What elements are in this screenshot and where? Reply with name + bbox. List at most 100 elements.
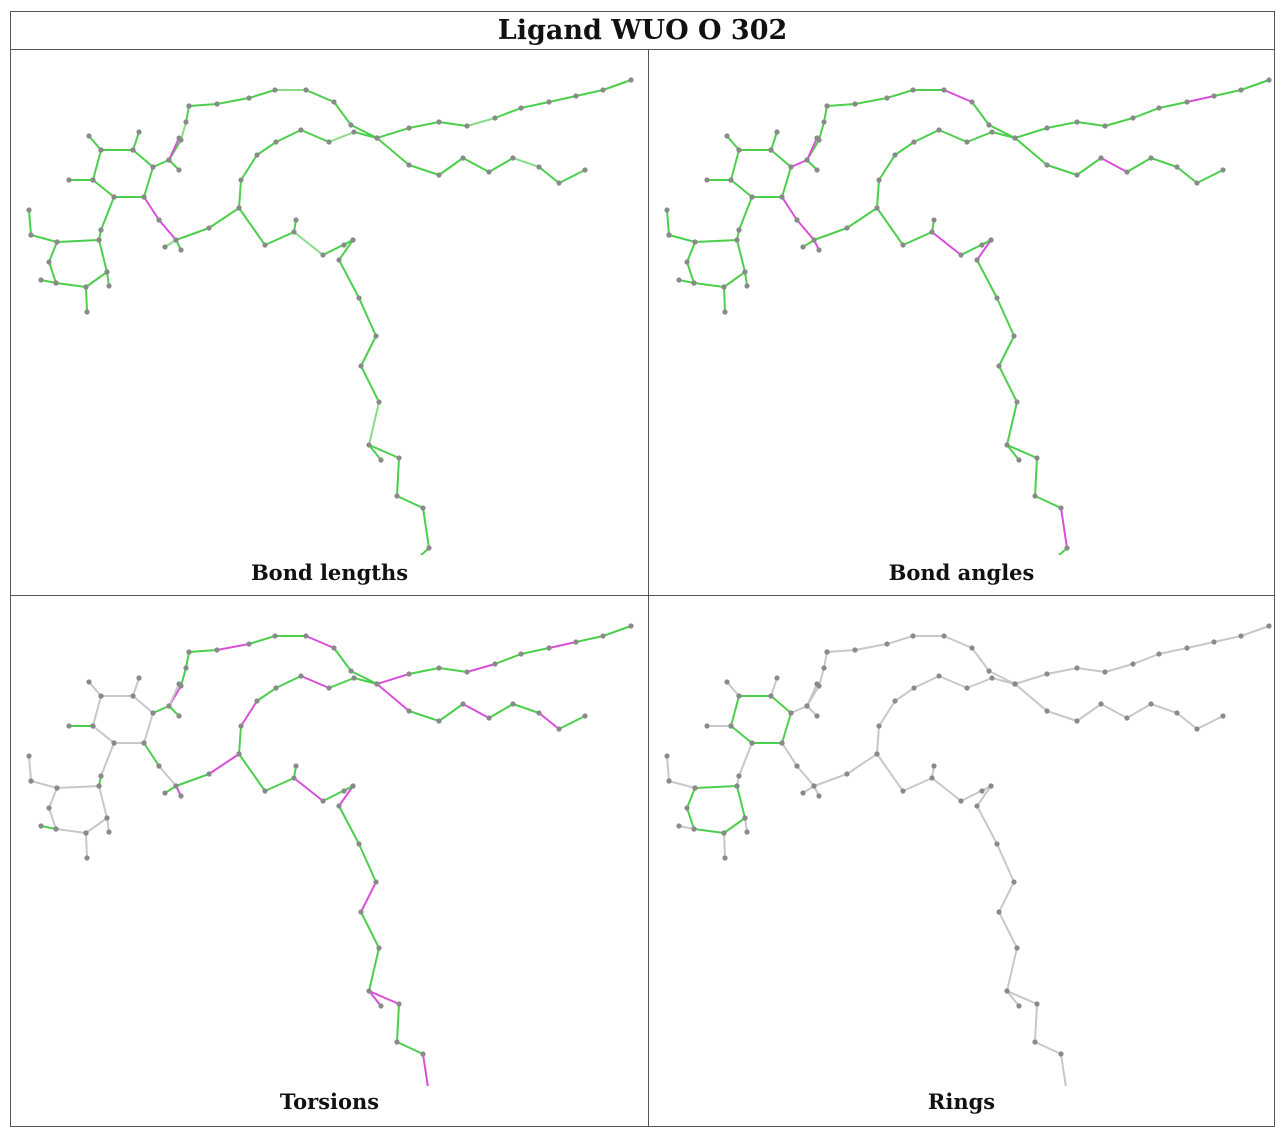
atom (262, 788, 268, 794)
bond (538, 166, 560, 184)
atom (350, 237, 356, 243)
atom (979, 788, 985, 794)
atom (722, 855, 728, 861)
bond (1014, 137, 1048, 166)
bond (781, 742, 798, 767)
atom (1058, 1051, 1064, 1057)
atom (824, 103, 830, 109)
panel-caption: Rings (927, 1089, 996, 1114)
atom (736, 147, 742, 153)
bond (1060, 1053, 1067, 1086)
atom (1034, 455, 1040, 461)
atom (874, 751, 880, 757)
atom (150, 710, 156, 716)
bond (488, 703, 514, 719)
atom (1238, 87, 1244, 93)
bond (353, 131, 378, 139)
bond (1060, 507, 1068, 549)
atom (941, 633, 947, 639)
bond (823, 105, 828, 123)
atom (54, 239, 60, 245)
bond (462, 703, 490, 719)
atom (156, 763, 162, 769)
atom (824, 649, 830, 655)
atom (378, 457, 384, 463)
bond (180, 667, 187, 687)
bond (666, 209, 670, 236)
bond (976, 259, 998, 299)
ring-bond (98, 785, 108, 819)
atom (892, 698, 898, 704)
bond (991, 131, 1016, 139)
bond (248, 89, 276, 99)
bond (216, 643, 250, 651)
atom (556, 180, 562, 186)
bond (854, 97, 888, 105)
atom (214, 101, 220, 107)
atom (366, 988, 372, 994)
atom (1011, 333, 1017, 339)
panel-torsions: Torsions (11, 596, 649, 1126)
atom (460, 155, 466, 161)
bond (30, 780, 58, 789)
atom (969, 99, 975, 105)
bond (376, 683, 410, 712)
bond (1186, 95, 1215, 103)
bond (520, 647, 550, 655)
atom (336, 257, 342, 263)
bond (806, 683, 818, 707)
bond (902, 231, 933, 246)
atom (994, 841, 1000, 847)
atom (788, 710, 794, 716)
bond (538, 712, 560, 730)
atom (406, 708, 412, 714)
atom (178, 247, 184, 253)
atom (46, 805, 52, 811)
atom (900, 788, 906, 794)
atom (774, 675, 780, 681)
atom (1266, 77, 1272, 83)
bond (548, 95, 577, 103)
atom (664, 207, 670, 213)
ring-bond (48, 241, 58, 263)
atom (53, 826, 59, 832)
atom (111, 194, 117, 200)
bond (1006, 990, 1020, 1007)
atom (293, 217, 299, 223)
atom (358, 909, 364, 915)
bond (494, 107, 522, 119)
bond (438, 157, 464, 176)
ring-bond (723, 271, 746, 288)
atom (420, 505, 426, 511)
atom (130, 147, 136, 153)
atom (28, 232, 34, 238)
atom (1074, 119, 1080, 125)
atom (236, 751, 242, 757)
ring-bond (143, 166, 154, 198)
validation-grid: Ligand WUO O 302 Bond lengths Bond angle… (10, 11, 1275, 1127)
atom (406, 125, 412, 131)
atom (394, 1039, 400, 1045)
atom (162, 244, 168, 250)
ring-bond (730, 149, 740, 181)
atom (350, 783, 356, 789)
atom (351, 129, 357, 135)
atom (238, 723, 244, 729)
bond (902, 777, 933, 792)
atom (46, 259, 52, 265)
atom (814, 167, 820, 173)
bond (991, 677, 1016, 685)
atom (936, 673, 942, 679)
bond (602, 79, 632, 91)
bond (1100, 703, 1128, 719)
bond (558, 715, 586, 730)
bond (1006, 990, 1038, 1005)
bond (305, 89, 335, 103)
bond (376, 137, 410, 166)
bond (1034, 1041, 1062, 1055)
ring-bond (48, 787, 58, 809)
bond (876, 725, 880, 755)
atom (436, 172, 442, 178)
bond (1196, 715, 1224, 730)
atom (1032, 1039, 1038, 1045)
